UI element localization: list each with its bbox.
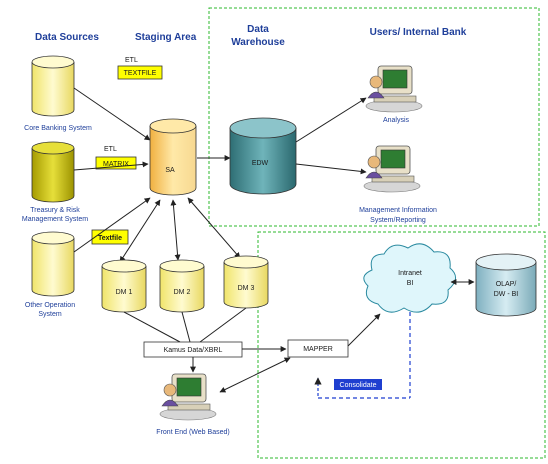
header-data-warehouse-2: Warehouse <box>231 37 285 48</box>
dm3-label: DM 3 <box>238 285 255 292</box>
dm1-cylinder <box>101 259 147 313</box>
treasury-label-1: Treasury & Risk <box>30 207 80 214</box>
treasury-cylinder <box>31 141 75 203</box>
treasury-label-2: Management System <box>22 216 88 223</box>
textfile-label-1: TEXTFILE <box>124 70 157 77</box>
textfile-box-1 <box>117 65 163 80</box>
olap-label-2: DW - BI <box>494 291 519 298</box>
other-ops-cylinder <box>31 231 75 297</box>
olap-cylinder <box>475 253 537 317</box>
mis-label-2: System/Reporting <box>370 217 426 224</box>
dm3-cylinder <box>223 255 269 309</box>
front-end-label: Front End (Web Based) <box>156 429 229 436</box>
intranet-bi-label-2: BI <box>407 280 414 287</box>
other-ops-label-1: Other Operation <box>25 302 75 309</box>
mapper-label: MAPPER <box>303 346 333 353</box>
arrow-core-to-sa <box>73 87 151 141</box>
etl-label-1: ETL <box>125 57 138 64</box>
arrow-sa-dm2 <box>170 199 181 261</box>
sa-label: SA <box>165 167 175 174</box>
other-ops-label-2: System <box>38 311 62 318</box>
line-dm2-kamus <box>181 311 191 343</box>
line-dm1-kamus <box>123 311 181 343</box>
dm1-label: DM 1 <box>116 289 133 296</box>
edw-label: EDW <box>252 160 269 167</box>
arrow-edw-to-mis <box>295 163 367 175</box>
edw-cylinder <box>229 117 297 195</box>
arrow-edw-to-analysis <box>295 97 367 143</box>
mis-label-1: Management Information <box>359 207 437 214</box>
warehouse-region <box>208 7 540 227</box>
header-data-warehouse-1: Data <box>247 24 269 35</box>
header-users: Users/ Internal Bank <box>370 27 467 38</box>
dm2-label: DM 2 <box>174 289 191 296</box>
arrow-treasury-to-sa <box>73 161 149 171</box>
textfile-label-3: Textfile <box>98 235 122 242</box>
arrow-mapper-bi <box>347 313 381 347</box>
arrow-frontend-mapper <box>219 357 291 393</box>
kamus-data-label: Kamus Data/XBRL <box>164 347 223 354</box>
intranet-bi-cloud <box>363 243 456 313</box>
textfile-label-2: MATRIX <box>103 161 129 168</box>
line-dm3-kamus <box>199 307 247 343</box>
core-banking-cylinder <box>31 55 75 117</box>
intranet-bi-label-1: Intranet <box>398 270 422 277</box>
olap-label-1: OLAP/ <box>496 281 517 288</box>
consolidation-box <box>334 379 382 390</box>
arrow-sa-dm1 <box>119 199 161 263</box>
mapper-box <box>287 339 349 358</box>
dm2-cylinder <box>159 259 205 313</box>
analysis-workstation-icon <box>365 65 423 113</box>
mis-workstation-icon <box>363 145 421 193</box>
etl-label-2: ETL <box>104 146 117 153</box>
sa-cylinder <box>149 118 197 196</box>
core-banking-label: Core Banking System <box>24 125 92 132</box>
front-end-workstation-icon <box>159 373 217 421</box>
header-data-sources: Data Sources <box>35 32 99 43</box>
analysis-label: Analysis <box>383 117 410 124</box>
header-staging-area: Staging Area <box>135 32 197 43</box>
arrow-sa-dm3 <box>187 197 241 259</box>
consolidation-label: Consolidate <box>340 382 377 389</box>
